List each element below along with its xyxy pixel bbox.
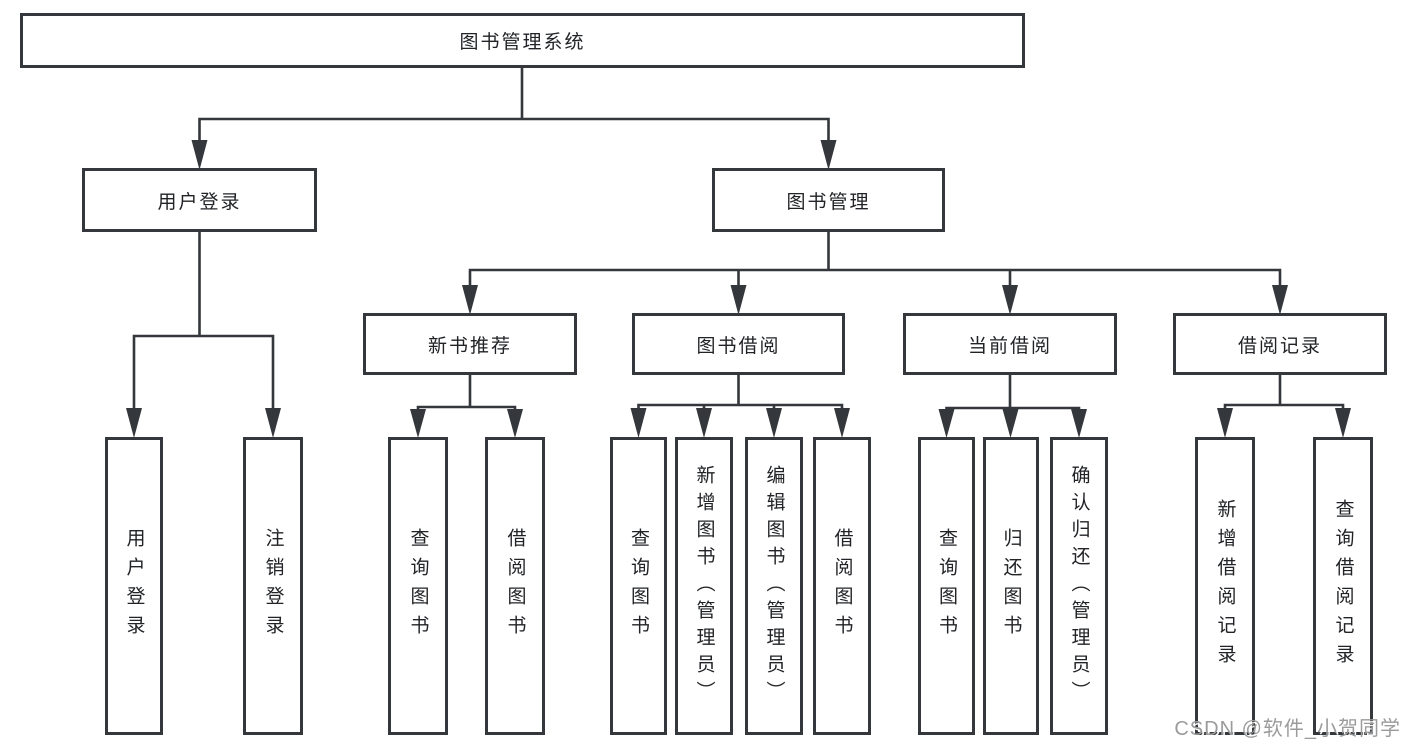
node-leaf-borrow-books-recommend: 借阅图书 [485,437,545,735]
csdn-watermark: CSDN @软件_小贺同学 [1174,718,1401,740]
node-leaf-query-borrow-record: 查询借阅记录 [1313,437,1373,735]
node-leaf-query-books-current: 查询图书 [918,437,975,735]
node-leaf-confirm-return-admin: 确认归还（管理员） [1050,437,1108,735]
connector-borrowing-records-children [1217,373,1351,438]
connector-root-to-level2 [191,66,837,170]
node-leaf-borrow-books-borrowing: 借阅图书 [813,437,871,735]
node-book-management: 图书管理 [712,168,945,232]
connector-new-book-recommend-children [410,373,523,438]
connector-book-borrowing-children [630,373,850,438]
node-leaf-add-books-admin: 新增图书（管理员） [675,437,733,735]
node-user-login: 用户登录 [82,168,317,232]
connector-user-login-children [126,230,281,438]
node-leaf-edit-books-admin: 编辑图书（管理员） [745,437,803,735]
node-leaf-logout: 注销登录 [243,437,303,735]
connector-current-borrowing-children [938,373,1087,438]
node-new-book-recommend: 新书推荐 [363,313,577,375]
node-book-borrowing: 图书借阅 [632,313,845,375]
node-library-management-system: 图书管理系统 [20,13,1025,68]
node-leaf-user-login: 用户登录 [105,437,163,735]
node-borrowing-records: 借阅记录 [1173,313,1387,375]
node-leaf-add-borrow-record: 新增借阅记录 [1195,437,1255,735]
node-leaf-query-books-borrowing: 查询图书 [610,437,667,735]
node-leaf-return-books: 归还图书 [983,437,1039,735]
node-current-borrowing: 当前借阅 [903,313,1117,375]
connector-book-management-to-level3 [462,230,1288,315]
node-leaf-query-books-recommend: 查询图书 [388,437,448,735]
